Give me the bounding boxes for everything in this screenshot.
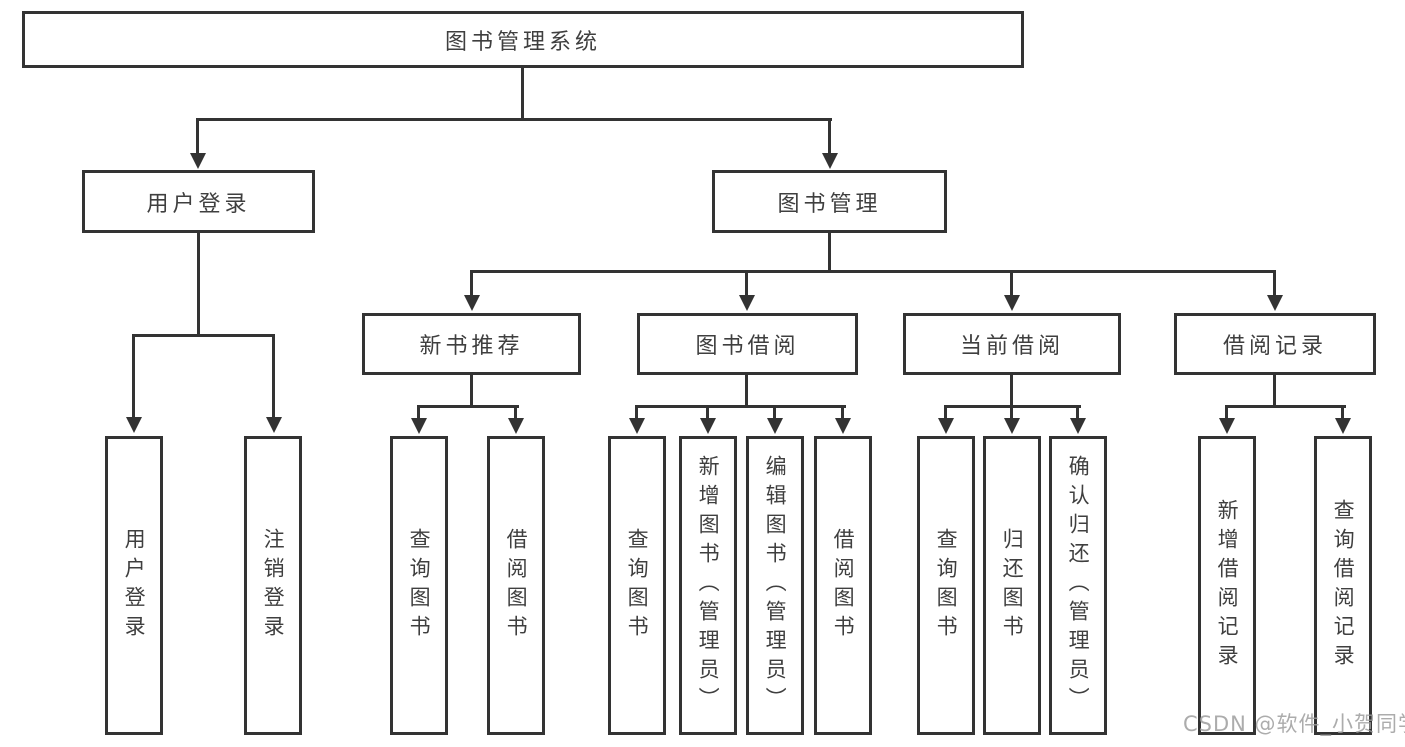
arrowhead-icon bbox=[411, 418, 427, 434]
arrowhead-icon bbox=[767, 418, 783, 434]
arrowhead-icon bbox=[1004, 295, 1020, 311]
node-label: 图书管理 bbox=[777, 191, 882, 217]
leaf-label: 新增借阅记录 bbox=[1215, 498, 1240, 673]
connector-line bbox=[1273, 270, 1276, 298]
connector-line bbox=[196, 118, 199, 156]
leaf-user-login: 用户登录 bbox=[105, 436, 163, 735]
leaf-label: 借阅图书 bbox=[831, 527, 856, 644]
arrowhead-icon bbox=[1335, 418, 1351, 434]
arrowhead-icon bbox=[835, 418, 851, 434]
connector-line bbox=[635, 405, 638, 421]
leaf-query-book-recommend: 查询图书 bbox=[390, 436, 448, 735]
arrowhead-icon bbox=[1070, 418, 1086, 434]
leaf-query-book-borrow: 查询图书 bbox=[608, 436, 666, 735]
connector-line bbox=[132, 334, 135, 418]
connector-line bbox=[1010, 373, 1013, 408]
leaf-label: 注销登录 bbox=[261, 527, 286, 644]
connector-line bbox=[841, 405, 844, 421]
node-label: 新书推荐 bbox=[419, 334, 524, 359]
arrowhead-icon bbox=[629, 418, 645, 434]
connector-line bbox=[828, 118, 831, 156]
connector-line bbox=[1273, 373, 1276, 408]
node-borrow-record: 借阅记录 bbox=[1174, 313, 1376, 375]
leaf-logout: 注销登录 bbox=[244, 436, 302, 735]
arrowhead-icon bbox=[700, 418, 716, 434]
node-label: 用户登录 bbox=[146, 191, 251, 217]
arrowhead-icon bbox=[822, 153, 838, 169]
arrowhead-icon bbox=[266, 417, 282, 433]
arrowhead-icon bbox=[739, 295, 755, 311]
connector-line bbox=[1010, 270, 1013, 298]
leaf-query-book-current: 查询图书 bbox=[917, 436, 975, 735]
leaf-label: 新增图书（管理员） bbox=[696, 455, 721, 716]
arrowhead-icon bbox=[464, 295, 480, 311]
leaf-label: 用户登录 bbox=[122, 527, 147, 644]
node-book-management: 图书管理 bbox=[712, 170, 947, 233]
connector-line bbox=[417, 405, 420, 421]
arrowhead-icon bbox=[190, 153, 206, 169]
leaf-add-book-admin: 新增图书（管理员） bbox=[679, 436, 737, 735]
arrowhead-icon bbox=[126, 417, 142, 433]
arrowhead-icon bbox=[1267, 295, 1283, 311]
leaf-borrow-book: 借阅图书 bbox=[814, 436, 872, 735]
connector-line bbox=[944, 405, 947, 421]
connector-line bbox=[1010, 405, 1013, 421]
node-label: 当前借阅 bbox=[959, 334, 1064, 359]
node-label: 图书借阅 bbox=[695, 334, 800, 359]
arrowhead-icon bbox=[1219, 418, 1235, 434]
node-label: 图书管理系统 bbox=[444, 29, 601, 55]
arrowhead-icon bbox=[508, 418, 524, 434]
connector-line bbox=[470, 270, 473, 298]
leaf-label: 查询图书 bbox=[407, 527, 432, 644]
connector-line bbox=[1341, 405, 1344, 421]
connector-line bbox=[773, 405, 776, 421]
leaf-label: 查询图书 bbox=[625, 527, 650, 644]
connector-line bbox=[197, 118, 832, 121]
arrowhead-icon bbox=[1004, 418, 1020, 434]
leaf-borrow-book-recommend: 借阅图书 bbox=[487, 436, 545, 735]
connector-line bbox=[1225, 405, 1346, 408]
connector-line bbox=[272, 334, 275, 418]
leaf-label: 查询借阅记录 bbox=[1331, 498, 1356, 673]
csdn-watermark: CSDN @软件_小贺同学 bbox=[1183, 712, 1405, 736]
leaf-label: 编辑图书（管理员） bbox=[763, 455, 788, 716]
connector-line bbox=[470, 270, 1276, 273]
node-library-management-system: 图书管理系统 bbox=[22, 11, 1024, 68]
node-book-borrow: 图书借阅 bbox=[637, 313, 858, 375]
connector-line bbox=[706, 405, 709, 421]
connector-line bbox=[1225, 405, 1228, 421]
connector-line bbox=[745, 270, 748, 298]
leaf-label: 借阅图书 bbox=[504, 527, 529, 644]
leaf-add-borrow-record: 新增借阅记录 bbox=[1198, 436, 1256, 735]
connector-line bbox=[635, 405, 846, 408]
leaf-label: 归还图书 bbox=[1000, 527, 1025, 644]
connector-line bbox=[745, 373, 748, 408]
leaf-label: 查询图书 bbox=[934, 527, 959, 644]
connector-line bbox=[132, 334, 275, 337]
node-label: 借阅记录 bbox=[1222, 334, 1327, 359]
connector-line bbox=[417, 405, 519, 408]
leaf-label: 确认归还（管理员） bbox=[1066, 455, 1091, 716]
connector-line bbox=[1076, 405, 1079, 421]
node-new-book-recommend: 新书推荐 bbox=[362, 313, 581, 375]
arrowhead-icon bbox=[938, 418, 954, 434]
leaf-edit-book-admin: 编辑图书（管理员） bbox=[746, 436, 804, 735]
connector-line bbox=[521, 66, 524, 121]
leaf-query-borrow-record: 查询借阅记录 bbox=[1314, 436, 1372, 735]
connector-line bbox=[197, 231, 200, 337]
leaf-confirm-return-admin: 确认归还（管理员） bbox=[1049, 436, 1107, 735]
connector-line bbox=[470, 373, 473, 408]
connector-line bbox=[514, 405, 517, 421]
node-user-login: 用户登录 bbox=[82, 170, 315, 233]
node-current-borrow: 当前借阅 bbox=[903, 313, 1121, 375]
connector-line bbox=[828, 231, 831, 273]
leaf-return-book: 归还图书 bbox=[983, 436, 1041, 735]
